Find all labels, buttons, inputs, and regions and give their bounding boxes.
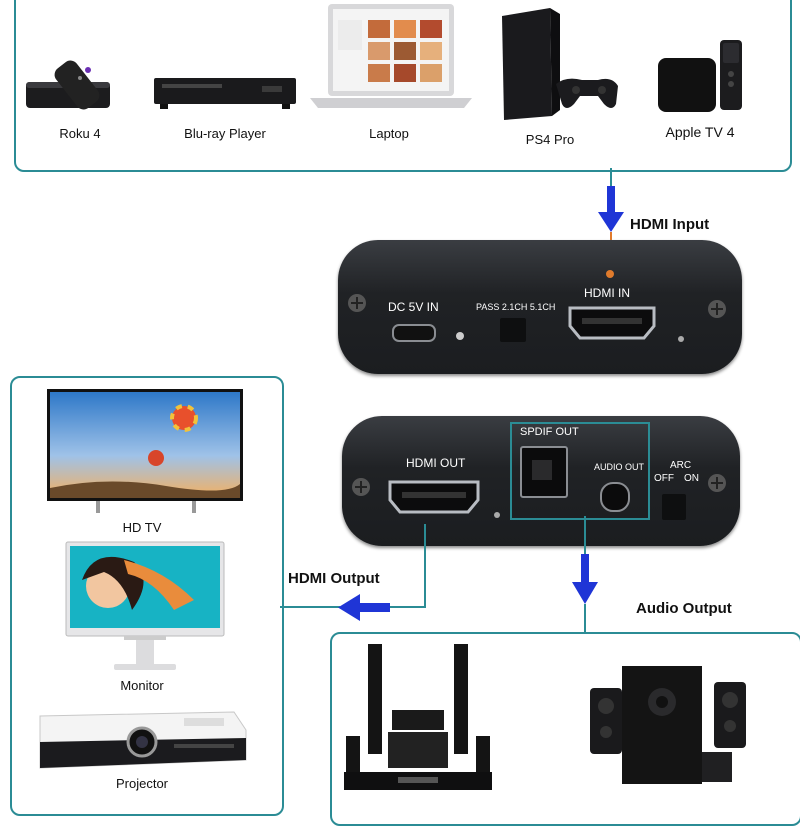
arc-off-label: OFF xyxy=(654,473,674,484)
indicator-led xyxy=(678,336,684,342)
arc-on-label: ON xyxy=(684,473,699,484)
audio-connector-line xyxy=(584,516,586,556)
pass-switch[interactable] xyxy=(500,318,526,342)
speakers-image xyxy=(590,666,746,784)
ps4-pro-image xyxy=(502,8,618,120)
displays-connector-line xyxy=(280,606,340,608)
source-label-ps4: PS4 Pro xyxy=(525,132,575,147)
arc-switch[interactable] xyxy=(662,494,686,520)
arrow-down-audio-icon xyxy=(572,554,598,604)
bluray-player-image xyxy=(154,78,296,109)
apple-tv-image xyxy=(658,40,742,112)
hdmi-out-port[interactable] xyxy=(386,478,482,518)
hdmi-out-connector-line xyxy=(424,524,426,608)
projector-image xyxy=(39,711,247,769)
source-label-laptop: Laptop xyxy=(369,126,409,141)
spdif-port-inner xyxy=(532,460,552,480)
screw-icon xyxy=(348,294,366,312)
display-label-projector: Projector xyxy=(115,776,169,791)
audio-out-jack[interactable] xyxy=(600,482,630,512)
pass-switch-label: PASS 2.1CH 5.1CH xyxy=(476,302,556,312)
source-label-roku: Roku 4 xyxy=(59,126,101,141)
monitor-image xyxy=(65,541,225,670)
device-input-side xyxy=(338,240,742,374)
indicator-led xyxy=(494,512,500,518)
input-led xyxy=(606,270,614,278)
screw-icon xyxy=(708,300,726,318)
hdmi-in-label: HDMI IN xyxy=(584,286,630,300)
hd-tv-image xyxy=(47,389,243,513)
audio-to-speakers-line xyxy=(584,604,586,634)
dc-5v-port[interactable] xyxy=(392,324,436,342)
screw-icon xyxy=(352,478,370,496)
dc-5v-label: DC 5V IN xyxy=(388,300,439,314)
arc-label: ARC xyxy=(670,460,692,471)
display-label-hdtv: HD TV xyxy=(122,520,162,535)
arrow-left-output-icon xyxy=(338,594,390,621)
arrow-down-input-icon xyxy=(598,186,624,232)
audio-out-label: AUDIO OUT xyxy=(594,462,645,472)
hdmi-out-label: HDMI OUT xyxy=(406,456,466,470)
hdmi-output-label: HDMI Output xyxy=(288,570,380,587)
surround-system-image xyxy=(344,644,492,790)
roku-image xyxy=(26,60,110,110)
source-label-appletv: Apple TV 4 xyxy=(665,124,735,140)
hdmi-out-horizontal-line xyxy=(388,606,426,608)
screw-icon xyxy=(708,474,726,492)
hdmi-input-label: HDMI Input xyxy=(630,216,710,233)
audio-ports-highlight xyxy=(510,422,650,520)
hdmi-in-port[interactable] xyxy=(566,304,658,344)
source-label-bluray: Blu-ray Player xyxy=(184,126,266,141)
display-label-monitor: Monitor xyxy=(120,678,164,693)
input-connector-line xyxy=(610,168,612,188)
indicator-led xyxy=(456,332,464,340)
laptop-image xyxy=(310,4,472,108)
audio-output-label: Audio Output xyxy=(636,600,732,617)
spdif-out-label: SPDIF OUT xyxy=(520,426,579,438)
